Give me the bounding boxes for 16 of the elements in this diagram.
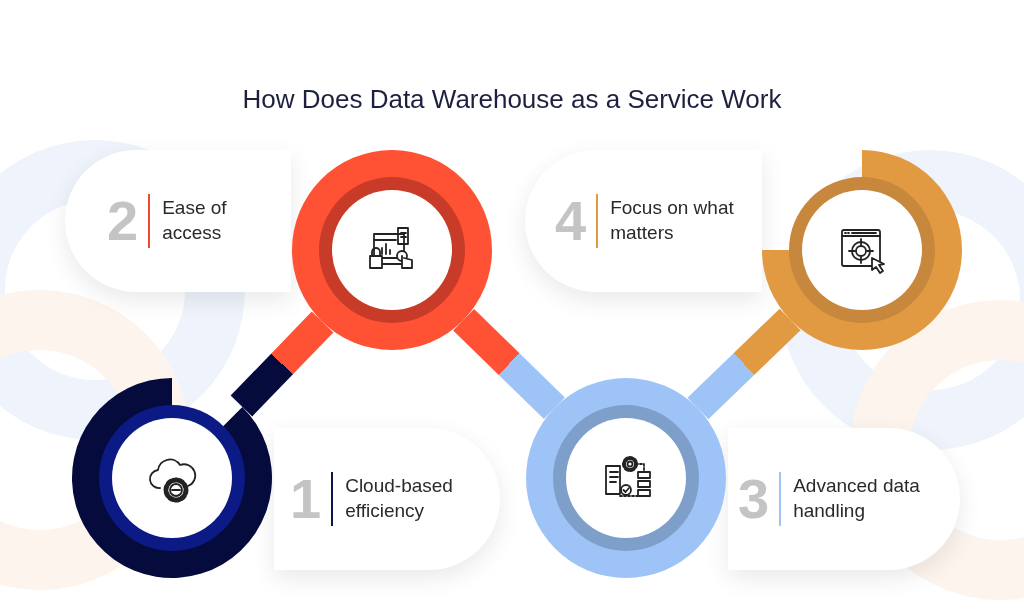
step-card [728,428,960,570]
step-number: 4 [555,193,587,249]
step-text: Ease of access [162,196,228,245]
step-card [65,150,291,292]
step-text: Cloud-based efficiency [345,474,454,523]
step-text: Focus on what matters [610,196,735,245]
step-text: Advanced data handling [793,474,921,523]
connector-stem [230,311,334,417]
step-number: 3 [738,471,770,527]
step-card [274,428,500,570]
title: How Does Data Warehouse as a Service Work [241,84,783,115]
step-number: 1 [290,471,322,527]
step-card [525,150,762,292]
connector-stem [687,308,801,420]
step-number: 2 [107,193,139,249]
connector-stem [453,309,565,419]
